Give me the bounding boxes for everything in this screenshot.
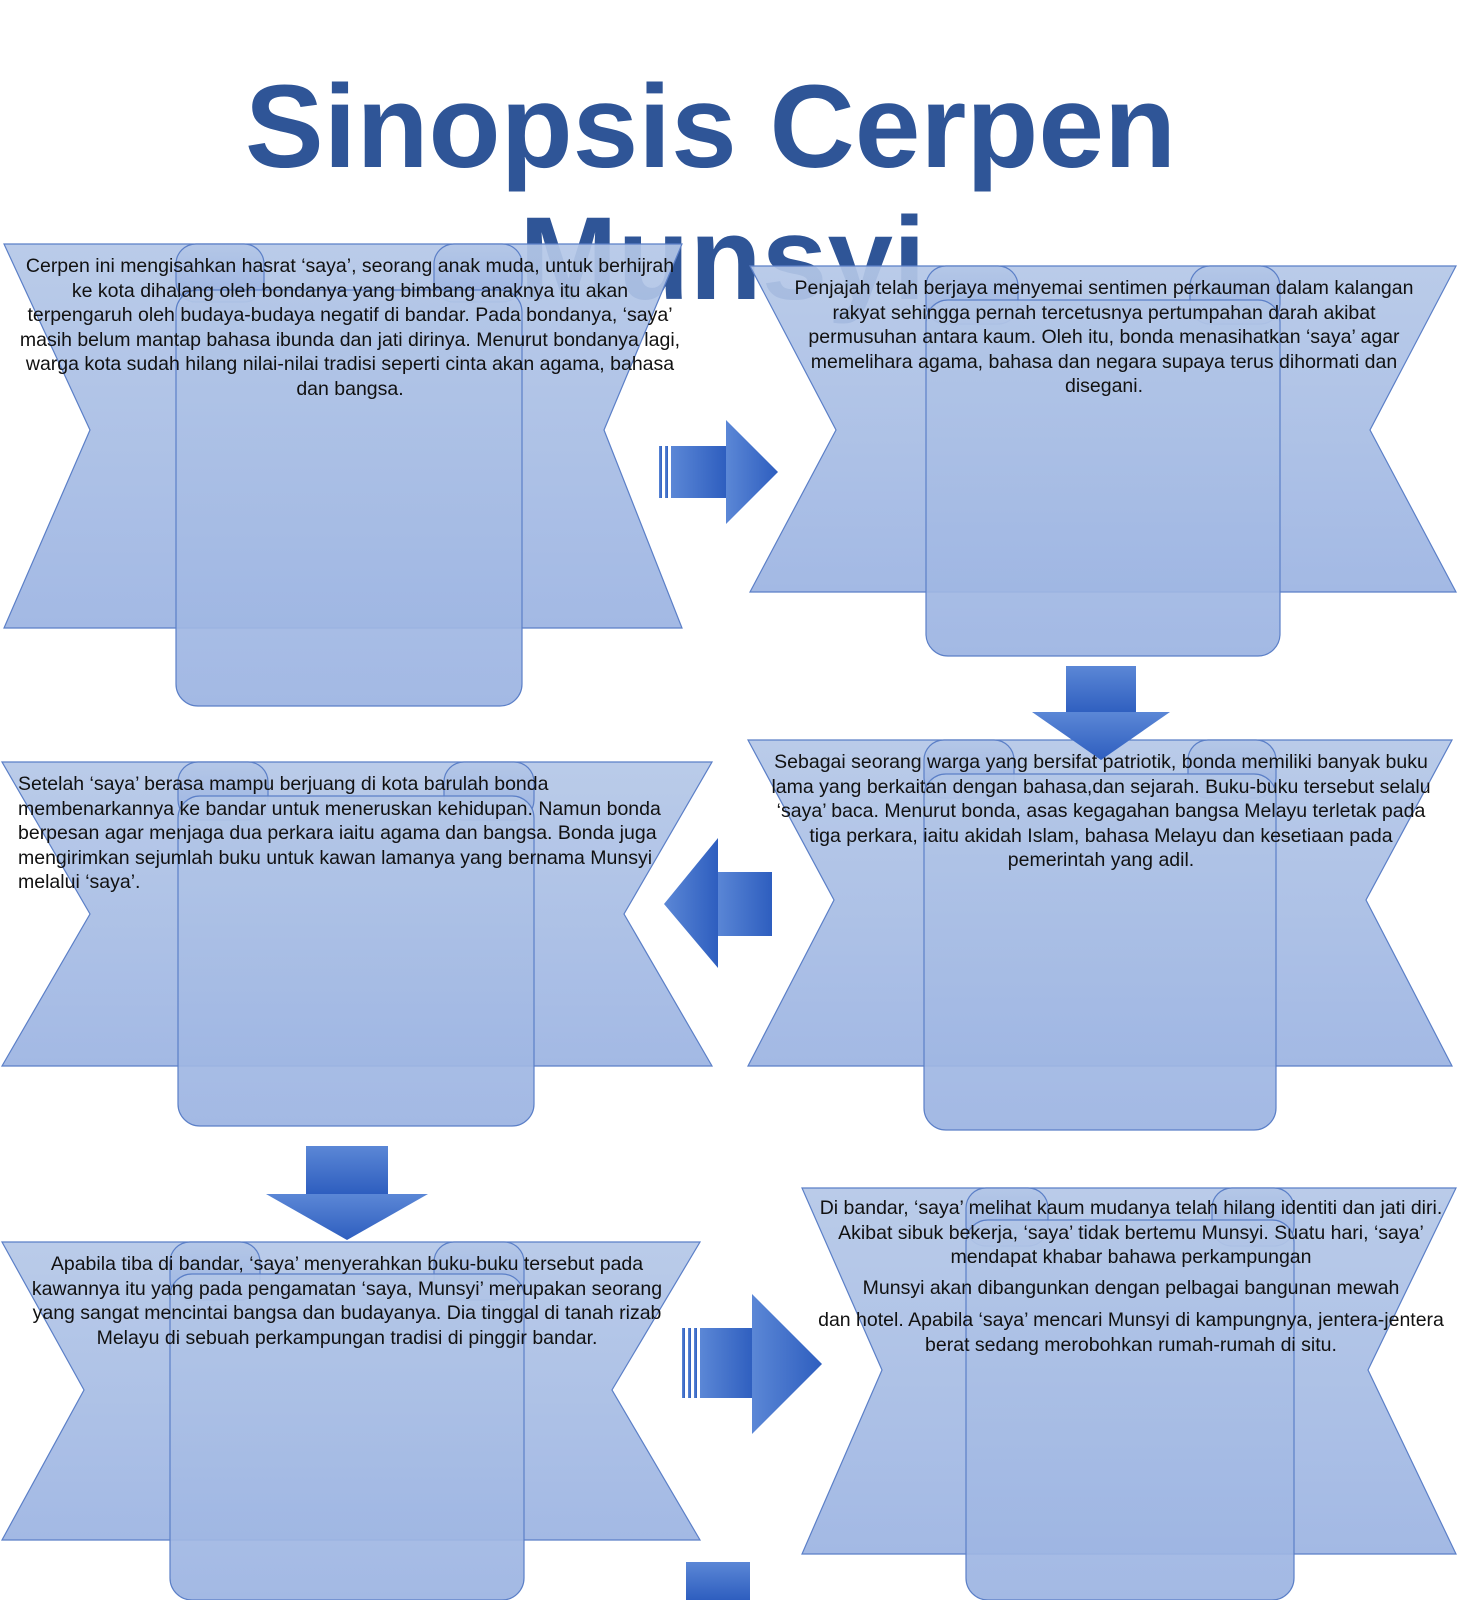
panel-2-shape — [749, 265, 1457, 657]
panel-1-shape — [3, 243, 683, 707]
arrow-right-1 — [659, 420, 778, 524]
panel-4-shape — [0, 761, 714, 1127]
arrow-right-2 — [682, 1294, 822, 1434]
panel-3-text: Sebagai seorang warga yang bersifat patr… — [771, 751, 1431, 872]
panel-1-text: Cerpen ini mengisahkan hasrat ‘saya’, se… — [19, 255, 681, 400]
page-title: Sinopsis Cerpen — [244, 61, 1177, 193]
panel-6-shape — [801, 1187, 1457, 1600]
panel-5-scroll — [169, 1273, 525, 1600]
panel-5-shape — [0, 1241, 702, 1600]
arrow-down-3 — [686, 1562, 750, 1600]
panel-2-text: Penjajah telah berjaya menyemai sentimen… — [794, 277, 1414, 398]
panel-6-text-line-2: Munsyi akan dibangunkan dengan pelbagai … — [862, 1276, 1400, 1299]
arrow-down-1 — [1032, 666, 1170, 760]
panel-4-text: Setelah ‘saya’ berasa mampu berjuang di … — [18, 773, 661, 894]
panel-3-scroll — [923, 773, 1277, 1131]
panel-3-shape — [746, 739, 1454, 1131]
panel-4-scroll — [177, 795, 535, 1127]
panel-6-scroll — [965, 1219, 1295, 1600]
panel-2-scroll — [925, 299, 1281, 657]
panel-6-text: Di bandar, ‘saya’ melihat kaum mudanya t… — [818, 1196, 1444, 1357]
panel-5-text: Apabila tiba di bandar, ‘saya’ menyerahk… — [31, 1253, 663, 1349]
panel-6-text-line-1: Di bandar, ‘saya’ melihat kaum mudanya t… — [819, 1197, 1443, 1268]
panel-1-scroll — [175, 289, 523, 707]
panel-6-text-line-3: dan hotel. Apabila ‘saya’ mencari Munsyi… — [818, 1309, 1444, 1356]
arrow-left-1 — [664, 838, 772, 968]
arrow-down-2 — [266, 1146, 428, 1240]
